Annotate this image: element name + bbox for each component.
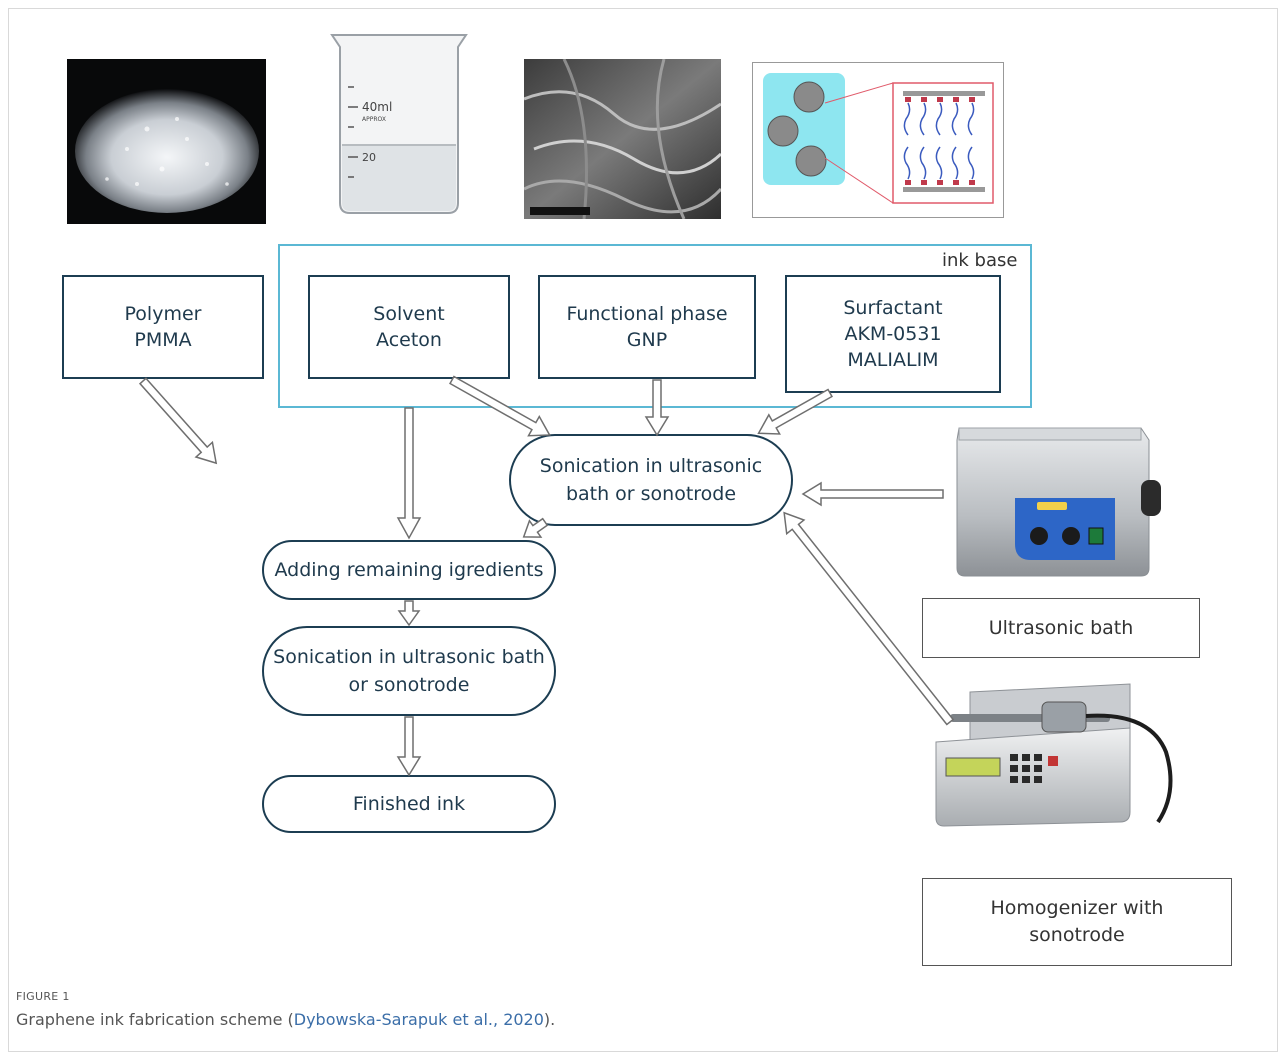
arrow-solvent-to-sonication [449,375,551,437]
homogenizer-photo [930,672,1202,834]
arrow-adding-to-sonication-bottom [397,600,421,627]
ink-base-label: ink base [942,250,1018,271]
surfactant-line1: Surfactant [843,297,943,319]
sonication-top-node: Sonication in ultrasonic bath or sonotro… [509,434,793,526]
functional-phase-line1: Functional phase [566,303,728,325]
ultrasonic-bath-label: Ultrasonic bath [922,598,1200,658]
figure-caption: Graphene ink fabrication scheme (Dybowsk… [16,1010,555,1029]
ultrasonic-bath-photo [945,418,1163,583]
functional-phase-line2: GNP [626,329,668,351]
caption-text-before: Graphene ink fabrication scheme ( [16,1010,294,1029]
arrow-surfactant-to-sonication [757,388,833,435]
arrow-sonication-to-finished [396,716,422,777]
caption-citation-link[interactable]: Dybowska-Sarapuk et al., 2020 [293,1010,544,1029]
figure-number: FIGURE 1 [16,990,70,1003]
surfactant-line2: AKM-0531 MALIALIM [844,323,942,371]
arrow-homogenizer-to-sonication [783,511,955,726]
arrow-gnp-to-sonication [644,379,670,437]
polymer-line2: PMMA [134,329,192,351]
acetone-beaker-photo: 40ml APPROX 20 [318,27,479,220]
solvent-line2: Aceton [376,329,442,351]
beaker-mark-40: 40ml [362,100,392,114]
caption-text-after: ). [543,1010,556,1029]
sonication-bottom-node: Sonication in ultrasonic bath or sonotro… [262,626,556,716]
arrow-sonication-to-adding [522,517,549,538]
arrow-bath-to-sonication [801,481,944,507]
gnp-sem-photo [524,59,721,219]
polymer-line1: Polymer [124,303,202,325]
adding-ingredients-node: Adding remaining igredients [262,540,556,600]
figure-frame [8,8,1278,1052]
surfactant-schematic [752,62,1004,218]
arrow-solvent-to-adding [396,407,422,540]
pmma-granules-photo [67,59,266,224]
arrow-polymer-to-adding [138,377,218,465]
beaker-mark-approx: APPROX [362,116,386,123]
beaker-mark-20: 20 [362,151,376,164]
solvent-line1: Solvent [373,303,445,325]
homogenizer-label: Homogenizer with sonotrode [922,878,1232,966]
